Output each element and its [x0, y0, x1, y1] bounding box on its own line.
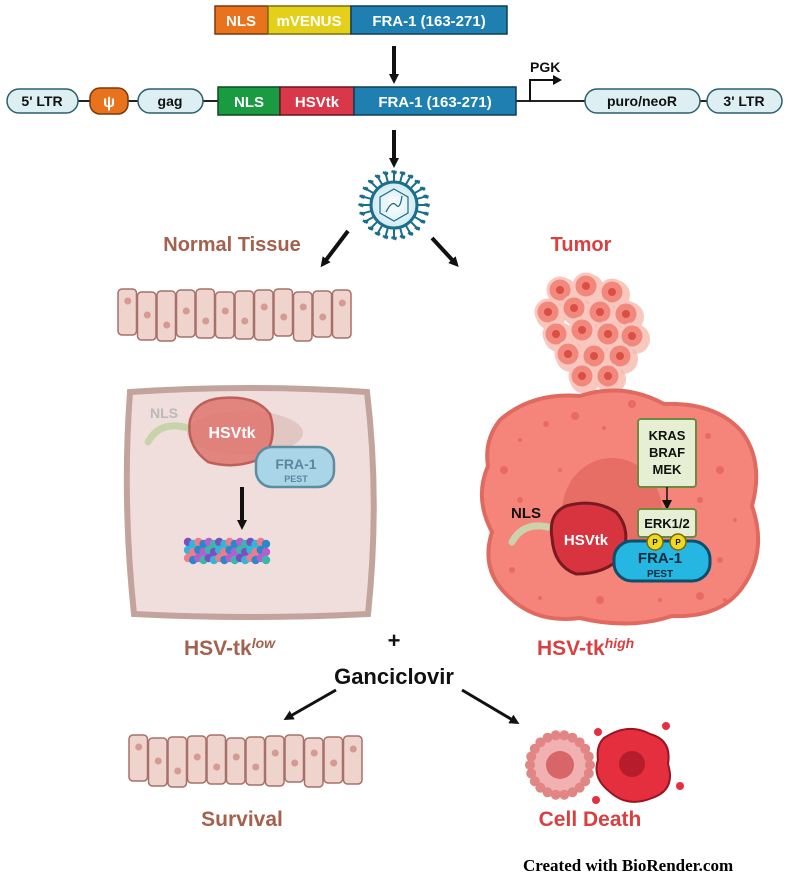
mvenus-label: mVENUS — [276, 13, 341, 30]
arrow-to-cell-death — [461, 688, 520, 725]
ltr5-pill — [6, 88, 79, 114]
surviving-epithelium-icon — [128, 734, 363, 788]
nls-label-normal: NLS — [150, 405, 178, 421]
cytoplasm-dots — [500, 400, 737, 604]
nls-peptide-tumor — [508, 522, 556, 546]
puro-neor-label: puro/neoR — [607, 93, 677, 109]
fra1-label-tumor: FRA-1 — [638, 550, 682, 567]
top-construct: NLS mVENUS FRA-1 (163-271) — [214, 5, 508, 35]
hsvtk-low-label: HSV-tklow — [184, 635, 276, 660]
hsvtk-high-label: HSV-tkhigh — [537, 635, 634, 660]
tumor-mass-icon — [534, 272, 650, 394]
phospho-label-2: P — [675, 538, 681, 547]
arrow-to-survival — [283, 688, 337, 720]
fra1-segment-vector — [353, 86, 517, 116]
plus-sign: + — [388, 628, 401, 653]
erk-box — [637, 508, 697, 538]
proteasome-icon — [183, 537, 271, 565]
puro-neor-pill — [584, 88, 701, 114]
normal-tissue-title: Normal Tissue — [163, 234, 300, 256]
pest-label-tumor: PEST — [647, 569, 673, 580]
tumor-cell: NLS KRAS BRAF MEK ERK1/2 HSVtk FRA-1 PES… — [479, 388, 761, 626]
hsvtk-label-tumor: HSVtk — [564, 532, 609, 549]
virus-particle-icon — [358, 169, 430, 241]
nls-segment-top — [214, 5, 269, 35]
fra1-label-top: FRA-1 (163-271) — [372, 13, 485, 30]
hsvtk-label-normal: HSVtk — [208, 425, 255, 442]
pgk-promoter-arrow — [529, 79, 557, 101]
phospho-badge-2 — [669, 533, 687, 551]
arrow-to-normal — [320, 229, 350, 268]
kras-label: KRAS — [649, 428, 686, 443]
hsvtk-segment-vector — [279, 86, 355, 116]
survival-label: Survival — [201, 808, 283, 831]
ganciclovir-label: Ganciclovir — [334, 664, 454, 689]
pest-label-normal: PEST — [284, 474, 308, 484]
phospho-label-1: P — [652, 538, 658, 547]
vector-construct: 5' LTR ψ gag NLS HSVtk FRA-1 (163-271) P… — [6, 59, 783, 116]
psi-label: ψ — [103, 94, 115, 111]
fra1-segment-top — [350, 5, 508, 35]
gag-label: gag — [158, 93, 183, 109]
mek-label: MEK — [653, 462, 683, 477]
normal-epithelium-icon — [117, 288, 352, 342]
gag-pill — [137, 88, 204, 114]
psi-element — [89, 87, 129, 115]
phospho-badge-1 — [646, 533, 664, 551]
braf-label: BRAF — [649, 445, 685, 460]
fra1-label-normal: FRA-1 — [275, 456, 316, 472]
hsvtk-label-vector: HSVtk — [295, 94, 340, 111]
pgk-arrowhead — [553, 75, 562, 85]
pgk-label: PGK — [530, 59, 560, 75]
erk-label: ERK1/2 — [644, 516, 690, 531]
dying-cells-icon — [525, 722, 684, 804]
nls-peptide-normal — [144, 422, 192, 446]
cell-death-label: Cell Death — [539, 808, 642, 831]
ltr3-pill — [706, 88, 783, 114]
mvenus-segment — [267, 5, 352, 35]
ltr5-label: 5' LTR — [21, 93, 62, 109]
ltr3-label: 3' LTR — [723, 93, 764, 109]
tumor-title: Tumor — [551, 234, 612, 256]
fra1-protein-normal — [254, 445, 336, 489]
nls-label-vector: NLS — [234, 94, 264, 111]
credit-text: Created with BioRender.com — [523, 856, 734, 875]
nls-label-top: NLS — [226, 13, 256, 30]
hsvtk-protein-tumor — [549, 501, 628, 576]
arrow-to-tumor — [430, 236, 459, 267]
nls-label-tumor: NLS — [511, 505, 541, 522]
fra1-label-vector: FRA-1 (163-271) — [378, 94, 491, 111]
normal-cell: NLS HSVtk FRA-1 PEST — [123, 385, 377, 620]
hsvtk-protein-normal — [188, 396, 274, 467]
